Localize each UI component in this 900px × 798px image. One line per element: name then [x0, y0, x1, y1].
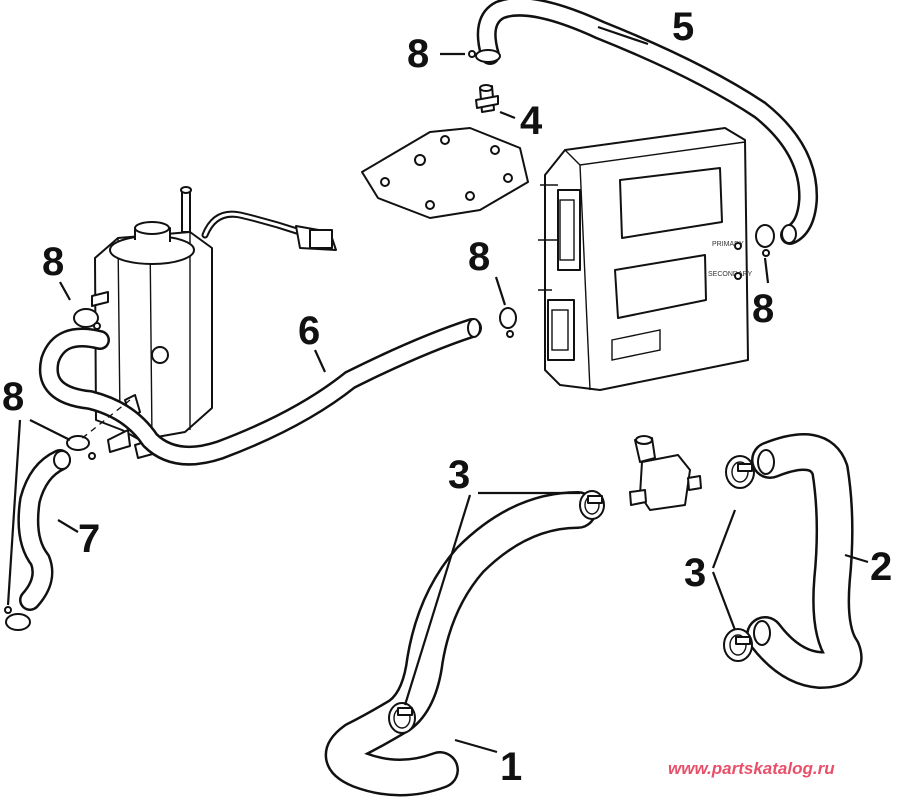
clamp-8-module-right[interactable] [755, 224, 775, 257]
fitting-4[interactable] [475, 84, 499, 113]
callouts: 5 8 4 8 8 8 6 8 7 3 3 2 1 [2, 5, 892, 789]
clamp-8-canister-bottom[interactable] [66, 435, 96, 460]
hose-6[interactable] [38, 318, 482, 466]
callout-3-right: 3 [684, 551, 706, 595]
clamp-8-top[interactable] [468, 49, 501, 63]
hose-2[interactable] [746, 433, 863, 689]
callout-8-top: 8 [407, 32, 429, 76]
callout-5: 5 [672, 5, 694, 49]
clamp-3-right-bottom[interactable] [723, 628, 753, 662]
clamp-8-module-left[interactable] [499, 307, 517, 338]
hose-5[interactable] [476, 0, 819, 245]
hose-1[interactable] [324, 491, 597, 797]
clamp-8-canister-top[interactable] [73, 308, 101, 330]
callout-8-canister: 8 [42, 240, 64, 284]
callout-6: 6 [298, 309, 320, 353]
module-label-upper: PRIMARY [712, 241, 744, 248]
clamp-3-right-top[interactable] [725, 455, 755, 489]
control-module[interactable]: PRIMARY SECONDARY [538, 127, 753, 391]
callout-8-left: 8 [2, 375, 24, 419]
clamp-3-top[interactable] [579, 490, 605, 520]
module-label-lower: SECONDARY [708, 271, 753, 278]
tee-fitting[interactable] [629, 435, 702, 511]
leader-lines [6, 25, 869, 754]
clamp-3-bottom[interactable] [388, 702, 416, 734]
callout-7: 7 [78, 517, 100, 561]
callout-8-module-left: 8 [468, 235, 490, 279]
callout-2: 2 [870, 545, 892, 589]
callout-1: 1 [500, 745, 522, 789]
canister-assembly[interactable] [91, 186, 337, 459]
hose-7[interactable] [17, 449, 71, 611]
watermark-link[interactable]: www.partskatalog.ru [668, 759, 835, 778]
callout-4: 4 [520, 99, 543, 143]
callout-8-module-right: 8 [752, 287, 774, 331]
callout-3-center: 3 [448, 453, 470, 497]
clamp-8-hose-7[interactable] [4, 606, 31, 631]
gasket-plate[interactable] [361, 127, 529, 219]
